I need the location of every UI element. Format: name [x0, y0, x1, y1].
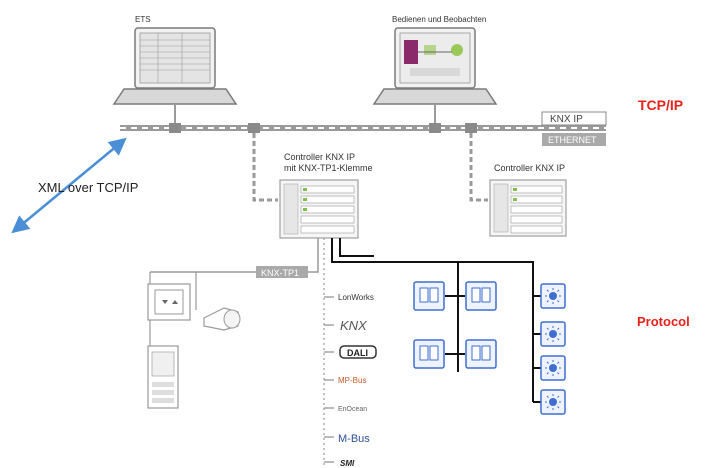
protocol-smi: SMI [340, 459, 355, 468]
controller2-device [489, 179, 567, 237]
ets-laptop [112, 27, 238, 105]
ethernet-tag: ETHERNET [542, 133, 606, 146]
switch-device [465, 339, 497, 369]
switch-device [413, 339, 445, 369]
tcpip-label: TCP/IP [638, 97, 683, 113]
control-panel-device [147, 345, 179, 409]
ets-label: ETS [135, 15, 151, 24]
protocol-m-bus: M-Bus [338, 433, 370, 445]
switch-device [413, 281, 445, 311]
lamp-group [540, 283, 566, 415]
protocol-list: LonWorks KNX DALI MP-Bus EnOcean M-Bus S… [324, 293, 377, 468]
wall-switch-device [147, 283, 191, 321]
protocol-enocean: EnOcean [338, 406, 367, 413]
lamp-device [540, 321, 566, 347]
ethernet-label: ETHERNET [548, 135, 597, 145]
switch-group [413, 281, 497, 369]
controller1-label-1: Controller KNX IP [284, 152, 355, 162]
device-wiring [331, 238, 541, 403]
lamp-device [540, 355, 566, 381]
knx-ip-label: KNX IP [550, 114, 583, 125]
controller2-label: Controller KNX IP [494, 163, 565, 173]
lamp-device [540, 389, 566, 415]
knx-ip-tag: KNX IP [541, 111, 607, 126]
knx-tp1-label: KNX-TP1 [261, 268, 299, 278]
operate-label: Bedienen und Beobachten [392, 15, 486, 24]
operate-laptop [372, 27, 498, 105]
protocol-knx: KNX [340, 318, 368, 333]
knx-tp1-bus [149, 238, 319, 352]
xml-label: XML over TCP/IP [38, 180, 138, 195]
lamp-device [540, 283, 566, 309]
switch-device [465, 281, 497, 311]
motion-sensor-device [203, 307, 241, 331]
xml-arrow [11, 137, 127, 234]
ethernet-bus [120, 104, 606, 202]
protocol-mp-bus: MP-Bus [338, 376, 366, 385]
controller1-device [279, 179, 359, 239]
protocol-lonworks: LonWorks [338, 293, 374, 302]
protocol-label: Protocol [637, 314, 690, 329]
protocol-dali: DALI [347, 348, 368, 358]
controller1-label-2: mit KNX-TP1-Klemme [284, 163, 373, 173]
